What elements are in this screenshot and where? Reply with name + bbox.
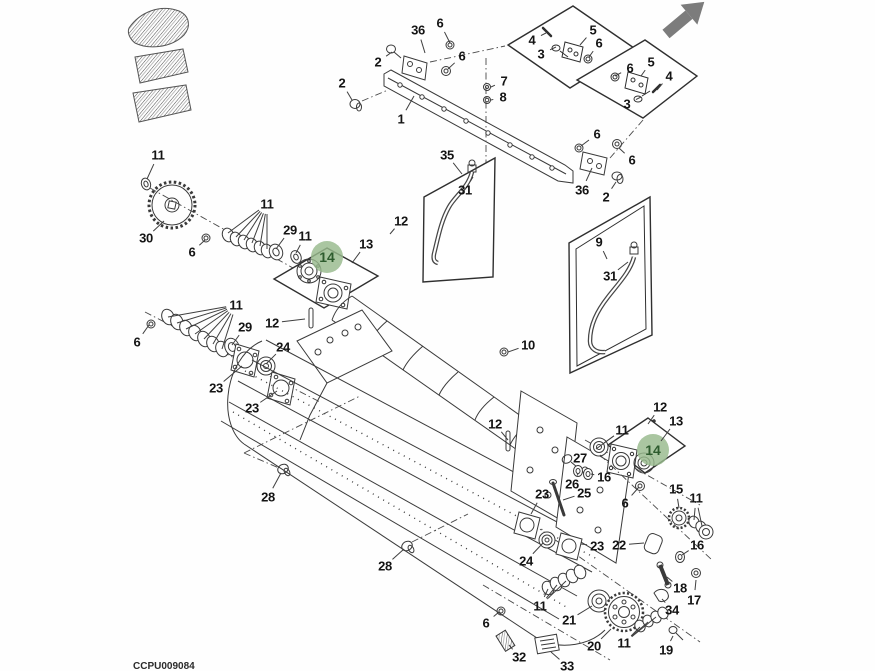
part-label-11[interactable]: 11 — [615, 422, 629, 438]
part-label-23[interactable]: 23 — [590, 538, 604, 554]
part-label-23[interactable]: 23 — [209, 380, 223, 396]
part-label-30[interactable]: 30 — [139, 230, 153, 246]
part-label-11[interactable]: 11 — [229, 297, 243, 313]
highlighted-part-label-14[interactable]: 14 — [311, 241, 343, 273]
part-label-28[interactable]: 28 — [261, 489, 275, 505]
part-label-5[interactable]: 5 — [589, 22, 597, 38]
part-label-11[interactable]: 11 — [151, 147, 165, 163]
panel-9 — [569, 197, 652, 373]
part-label-4[interactable]: 4 — [665, 68, 673, 84]
left-mount-plate — [297, 310, 392, 440]
tine-rotor-cage — [221, 340, 617, 645]
part-label-4[interactable]: 4 — [528, 32, 536, 48]
hardware-7-8 — [484, 58, 491, 170]
part-label-19[interactable]: 19 — [659, 642, 673, 658]
part-label-29[interactable]: 29 — [238, 319, 252, 335]
part-label-13[interactable]: 13 — [359, 236, 373, 252]
support-bar-1 — [384, 70, 573, 183]
part-label-24[interactable]: 24 — [276, 339, 290, 355]
part-label-26[interactable]: 26 — [565, 476, 579, 492]
part-label-20[interactable]: 20 — [587, 638, 601, 654]
part-label-24[interactable]: 24 — [519, 553, 533, 569]
part-label-6[interactable]: 6 — [133, 334, 141, 350]
part-label-9[interactable]: 9 — [595, 234, 603, 250]
sprocket-30 — [140, 177, 318, 282]
part-label-17[interactable]: 17 — [687, 592, 701, 608]
part-label-13[interactable]: 13 — [669, 413, 683, 429]
part-label-11[interactable]: 11 — [298, 228, 312, 244]
part-label-6[interactable]: 6 — [436, 15, 444, 31]
part-label-12[interactable]: 12 — [488, 416, 502, 432]
part-label-25[interactable]: 25 — [577, 485, 591, 501]
part-label-6[interactable]: 6 — [595, 35, 603, 51]
part-label-11[interactable]: 11 — [533, 598, 547, 614]
forward-arrow-icon[interactable] — [658, 0, 713, 44]
inset-box-b — [577, 40, 697, 118]
part-label-2[interactable]: 2 — [338, 75, 346, 91]
part-label-6[interactable]: 6 — [593, 126, 601, 142]
part-label-34[interactable]: 34 — [665, 602, 679, 618]
part-label-11[interactable]: 11 — [260, 196, 274, 212]
part-label-36[interactable]: 36 — [411, 22, 425, 38]
nut-10 — [500, 348, 508, 356]
part-code: CCPU009084 — [133, 661, 195, 671]
part-label-36[interactable]: 36 — [575, 182, 589, 198]
part-label-23[interactable]: 23 — [245, 400, 259, 416]
part-label-6[interactable]: 6 — [458, 48, 466, 64]
part-label-29[interactable]: 29 — [283, 222, 297, 238]
part-label-27[interactable]: 27 — [573, 450, 587, 466]
highlighted-part-label-14[interactable]: 14 — [637, 434, 669, 466]
part-label-31[interactable]: 31 — [458, 182, 472, 198]
part-label-10[interactable]: 10 — [521, 337, 535, 353]
panel-35 — [423, 158, 495, 282]
part-label-16[interactable]: 16 — [597, 469, 611, 485]
bracket-36-top — [350, 41, 505, 111]
part-label-21[interactable]: 21 — [562, 612, 576, 628]
part-label-22[interactable]: 22 — [612, 537, 626, 553]
part-label-7[interactable]: 7 — [500, 73, 508, 89]
part-label-11[interactable]: 11 — [617, 635, 631, 651]
part-label-6[interactable]: 6 — [188, 244, 196, 260]
part-label-2[interactable]: 2 — [602, 189, 610, 205]
part-label-33[interactable]: 33 — [560, 658, 574, 671]
drive-parts-right — [483, 453, 713, 660]
part-label-16[interactable]: 16 — [690, 537, 704, 553]
part-label-6[interactable]: 6 — [628, 152, 636, 168]
frame-plates-right — [511, 391, 629, 563]
part-label-6[interactable]: 6 — [482, 615, 490, 631]
part-label-6[interactable]: 6 — [621, 495, 629, 511]
part-label-18[interactable]: 18 — [673, 580, 687, 596]
part-label-8[interactable]: 8 — [499, 89, 507, 105]
part-label-35[interactable]: 35 — [440, 147, 454, 163]
part-label-12[interactable]: 12 — [653, 399, 667, 415]
part-label-3[interactable]: 3 — [623, 96, 631, 112]
part-label-28[interactable]: 28 — [378, 558, 392, 574]
part-label-15[interactable]: 15 — [669, 481, 683, 497]
part-label-1[interactable]: 1 — [397, 111, 405, 127]
bolts-28 — [244, 396, 468, 554]
part-label-12[interactable]: 12 — [394, 213, 408, 229]
part-label-6[interactable]: 6 — [626, 60, 634, 76]
part-label-3[interactable]: 3 — [537, 46, 545, 62]
part-label-23[interactable]: 23 — [535, 486, 549, 502]
part-label-5[interactable]: 5 — [647, 54, 655, 70]
part-label-11[interactable]: 11 — [689, 490, 703, 506]
part-label-12[interactable]: 12 — [265, 315, 279, 331]
part-label-2[interactable]: 2 — [374, 54, 382, 70]
part-label-32[interactable]: 32 — [512, 649, 526, 665]
tine-strip-thumbnails — [128, 8, 191, 122]
part-label-31[interactable]: 31 — [603, 268, 617, 284]
